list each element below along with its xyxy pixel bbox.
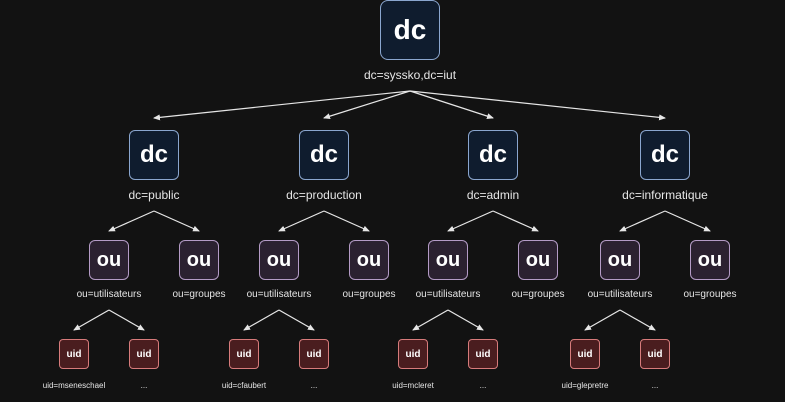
edge-ou2-to-uid-0 <box>412 309 449 331</box>
uid-label-2-0: uid=mcleret <box>392 381 434 390</box>
ou-label-3-0: ou=utilisateurs <box>587 289 653 300</box>
ou-label-2-0: ou=utilisateurs <box>415 289 481 300</box>
dc-label-3: dc=informatique <box>622 188 708 202</box>
uid-node-1-1: uid <box>299 339 329 369</box>
uid-label-3-0: uid=glepretre <box>561 381 609 390</box>
dc-node-2: dc <box>468 130 518 180</box>
edge-root-to-dc-0 <box>153 90 411 121</box>
uid-label-1-0: uid=cfaubert <box>221 381 267 390</box>
ou-node-0-1: ou <box>179 240 219 280</box>
edge-dc0-to-ou-0 <box>108 210 155 232</box>
edge-root-to-dc-1 <box>323 90 411 120</box>
uid-label-3-1: ... <box>651 381 659 390</box>
edge-dc3-to-ou-1 <box>664 210 711 232</box>
ou-node-1-0: ou <box>259 240 299 280</box>
edge-dc1-to-ou-1 <box>323 210 370 232</box>
ou-node-3-1: ou <box>690 240 730 280</box>
dc-node-0: dc <box>129 130 179 180</box>
root-dc-node: dc <box>380 0 440 60</box>
uid-label-0-1: ... <box>140 381 148 390</box>
edge-ou1-to-uid-0 <box>243 309 280 331</box>
uid-node-0-1: uid <box>129 339 159 369</box>
ou-node-2-1: ou <box>518 240 558 280</box>
uid-label-2-1: ... <box>479 381 487 390</box>
ou-label-1-1: ou=groupes <box>342 289 396 300</box>
edge-ou3-to-uid-0 <box>584 309 621 331</box>
root-dc-label: dc=syssko,dc=iut <box>363 68 457 82</box>
uid-node-3-1: uid <box>640 339 670 369</box>
uid-label-0-0: uid=mseneschael <box>42 381 106 390</box>
edge-root-to-dc-2 <box>409 90 494 119</box>
edge-dc2-to-ou-1 <box>492 210 539 232</box>
uid-label-1-1: ... <box>310 381 318 390</box>
edge-dc1-to-ou-0 <box>278 210 325 232</box>
edge-dc2-to-ou-0 <box>447 210 494 232</box>
dc-node-3: dc <box>640 130 690 180</box>
ou-label-0-0: ou=utilisateurs <box>76 289 142 300</box>
edge-ou2-to-uid-1 <box>447 309 484 331</box>
ou-label-3-1: ou=groupes <box>683 289 737 300</box>
ou-node-2-0: ou <box>428 240 468 280</box>
edge-ou3-to-uid-1 <box>619 309 656 331</box>
ou-label-2-1: ou=groupes <box>511 289 565 300</box>
ou-node-1-1: ou <box>349 240 389 280</box>
uid-node-2-0: uid <box>398 339 428 369</box>
dc-label-0: dc=public <box>128 188 180 202</box>
ou-node-0-0: ou <box>89 240 129 280</box>
edge-ou0-to-uid-1 <box>108 309 145 331</box>
ou-label-0-1: ou=groupes <box>172 289 226 300</box>
edge-dc0-to-ou-1 <box>153 210 200 232</box>
ou-node-3-0: ou <box>600 240 640 280</box>
edge-ou1-to-uid-1 <box>278 309 315 331</box>
dc-label-2: dc=admin <box>466 188 520 202</box>
ou-label-1-0: ou=utilisateurs <box>246 289 312 300</box>
uid-node-0-0: uid <box>59 339 89 369</box>
edge-ou0-to-uid-0 <box>73 309 110 331</box>
dc-node-1: dc <box>299 130 349 180</box>
uid-node-2-1: uid <box>468 339 498 369</box>
edge-root-to-dc-3 <box>409 90 666 121</box>
dc-label-1: dc=production <box>286 188 362 202</box>
uid-node-1-0: uid <box>229 339 259 369</box>
uid-node-3-0: uid <box>570 339 600 369</box>
edge-dc3-to-ou-0 <box>619 210 666 232</box>
